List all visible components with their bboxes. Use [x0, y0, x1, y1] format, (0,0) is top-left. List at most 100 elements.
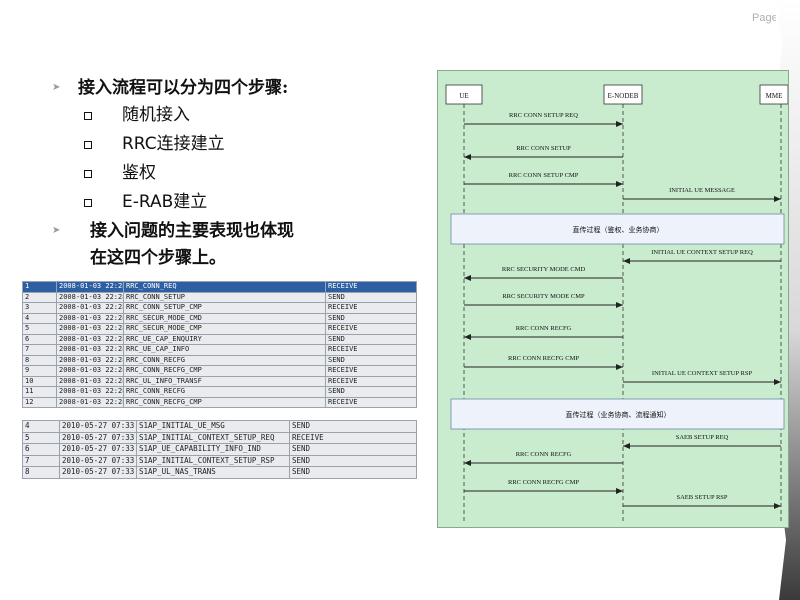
table-cell: RRC_CONN_RECFG_CMP	[123, 365, 326, 377]
message-label: RRC CONN SETUP REQ	[509, 112, 578, 119]
message-label: RRC CONN RECFG	[516, 325, 572, 332]
table-cell: 7	[22, 344, 57, 356]
table-cell: RECEIVE	[325, 323, 417, 335]
table-cell: 2	[22, 291, 57, 303]
message-label: RRC CONN SETUP CMP	[509, 172, 579, 179]
square-bullet-icon	[84, 170, 92, 178]
table-cell: 2008-01-03 22:28:3...	[56, 323, 124, 335]
table-cell: S1AP_INITIAL_CONTEXT_SETUP_RSP	[136, 454, 290, 467]
table-cell: 2008-01-03 22:28:3...	[56, 386, 124, 398]
entity-label: UE	[459, 92, 468, 100]
procedure-label: 直传过程（业务协商、流程通知）	[566, 410, 671, 419]
arrow-head	[774, 379, 781, 385]
table-cell: 2010-05-27 07:33:4...	[59, 454, 137, 467]
message-label: INITIAL UE CONTEXT SETUP RSP	[652, 370, 753, 377]
table-cell: SEND	[289, 420, 417, 433]
message-label: RRC CONN RECFG	[516, 451, 572, 458]
table-cell: RRC_CONN_RECFG	[123, 354, 326, 366]
table-cell: RECEIVE	[325, 365, 417, 377]
table-cell: RRC_UE_CAP_INFO	[123, 344, 326, 356]
table-cell: S1AP_INITIAL_UE_MSG	[136, 420, 290, 433]
table-cell: 2010-05-27 07:33:4...	[59, 466, 137, 479]
table-cell: 2008-01-03 22:28:3...	[56, 354, 124, 366]
table-cell: SEND	[289, 443, 417, 456]
table-cell: RRC_CONN_RECFG	[123, 386, 326, 398]
table-cell: RECEIVE	[289, 431, 417, 444]
message-label: SAEB SETUP REQ	[676, 434, 729, 441]
table-cell: 2008-01-03 22:28:3...	[56, 291, 124, 303]
table-cell: 10	[22, 375, 57, 387]
arrow-head	[464, 460, 471, 466]
entity-label: MME	[766, 92, 783, 100]
arrow-head	[616, 302, 623, 308]
procedure-box	[450, 398, 785, 430]
table-cell: RRC_CONN_SETUP	[123, 291, 326, 303]
table-cell: S1AP_INITIAL_CONTEXT_SETUP_REQ	[136, 431, 290, 444]
table-cell: 2008-01-03 22:28:3...	[56, 375, 124, 387]
table-cell: RRC_SECUR_MODE_CMD	[123, 312, 326, 324]
arrow-bullet-icon: ➤	[52, 82, 61, 93]
table-cell: RECEIVE	[325, 281, 417, 293]
arrow-head	[774, 196, 781, 202]
message-label: RRC SECURITY MODE CMD	[502, 266, 586, 273]
arrow-bullet-icon: ➤	[52, 225, 61, 236]
arrow-head	[464, 154, 471, 160]
message-label: RRC CONN RECFG CMP	[508, 355, 579, 362]
table-cell: 2008-01-03 22:28:3...	[56, 281, 124, 293]
table-cell: RRC_UL_INFO_TRANSF	[123, 375, 326, 387]
table-cell: SEND	[325, 386, 417, 398]
table-cell: 2008-01-03 22:28:3...	[56, 302, 124, 314]
table-cell: RRC_UE_CAP_ENQUIRY	[123, 333, 326, 345]
table-cell: SEND	[325, 291, 417, 303]
table-cell: 2010-05-27 07:33:4...	[59, 420, 137, 433]
table-cell: RRC_CONN_RECFG_CMP	[123, 396, 326, 408]
table-cell: 2010-05-27 07:33:4...	[59, 431, 137, 444]
table-cell: S1AP_UE_CAPABILITY_INFO_IND	[136, 443, 290, 456]
table-cell: SEND	[289, 454, 417, 467]
table-cell: SEND	[325, 333, 417, 345]
arrow-head	[774, 503, 781, 509]
table-cell: 6	[22, 443, 60, 456]
table-cell: 11	[22, 386, 57, 398]
table-cell: RRC_SECUR_MODE_CMP	[123, 323, 326, 335]
table-cell: 2008-01-03 22:28:3...	[56, 312, 124, 324]
table-cell: 5	[22, 323, 57, 335]
table-cell: SEND	[325, 312, 417, 324]
table-cell: RECEIVE	[325, 302, 417, 314]
table-cell: RRC_CONN_REQ	[123, 281, 326, 293]
table-cell: S1AP_UL_NAS_TRANS	[136, 466, 290, 479]
table-cell: 1	[22, 281, 57, 293]
procedure-label: 直传过程（鉴权、业务协商）	[573, 225, 664, 234]
table-cell: 9	[22, 365, 57, 377]
table-cell: 8	[22, 466, 60, 479]
entity-label: E-NODEB	[608, 92, 639, 100]
table-cell: 3	[22, 302, 57, 314]
sequence-diagram: UE E-NODEB MME 直传过程（鉴权、业务协商） 直传过程（业务协商、流程通知）…	[437, 70, 789, 528]
table-cell: 2010-05-27 07:33:4...	[59, 443, 137, 456]
message-label: RRC CONN SETUP	[516, 145, 571, 152]
table-cell: 2008-01-03 22:28:3...	[56, 333, 124, 345]
arrow-head	[464, 334, 471, 340]
table-cell: 4	[22, 312, 57, 324]
sequence-diagram-svg: UE E-NODEB MME 直传过程（鉴权、业务协商） 直传过程（业务协商、流程通知）…	[445, 84, 789, 523]
square-bullet-icon	[84, 199, 92, 207]
